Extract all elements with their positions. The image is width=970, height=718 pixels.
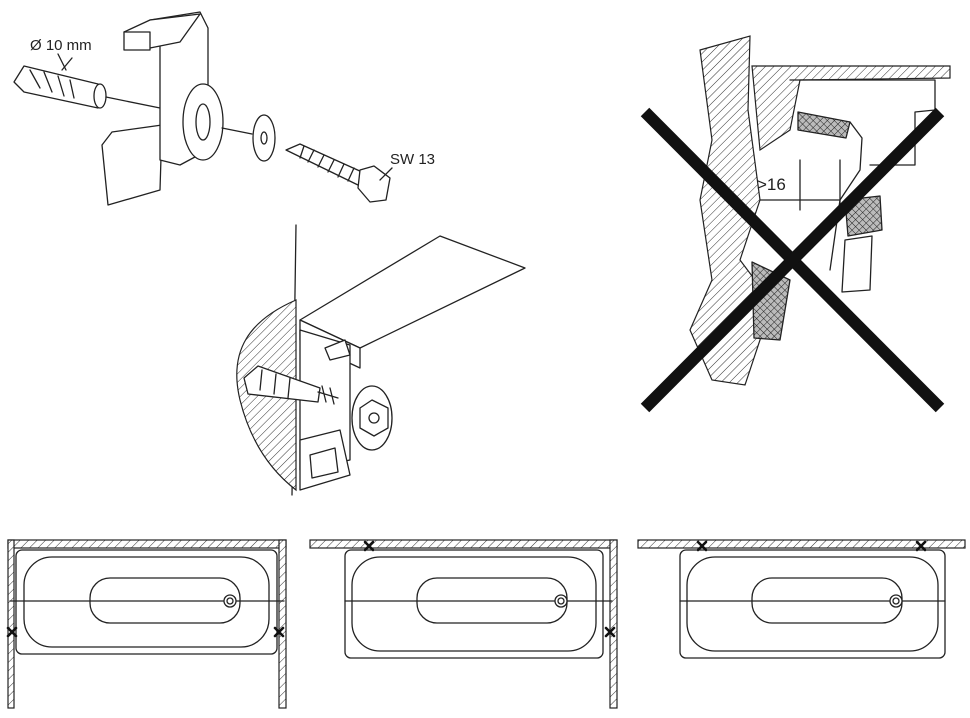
bath-plan-alcove — [6, 539, 287, 709]
wrench-size-label: SW 13 — [390, 151, 435, 168]
mount-point-icon — [915, 540, 927, 552]
wall-dowel — [13, 57, 107, 109]
dowel-diameter-label: Ø 10 mm — [30, 37, 92, 54]
assembled-bracket-view — [236, 224, 526, 496]
washer — [252, 114, 276, 162]
mount-point-icon — [363, 540, 375, 552]
bracket — [101, 11, 224, 206]
incorrect-mounting-view: >16 — [640, 35, 951, 413]
mount-point-icon — [6, 626, 18, 638]
bath-plan-wall — [637, 539, 966, 659]
bath-plan-corner — [309, 539, 618, 709]
hex-screw — [285, 143, 391, 203]
mount-point-icon — [696, 540, 708, 552]
mount-point-icon — [604, 626, 616, 638]
mount-point-icon — [273, 626, 285, 638]
cross-out-icon — [640, 107, 945, 413]
exploded-bracket-view: Ø 10 mm SW 13 — [13, 11, 435, 206]
gap-label: >16 — [757, 175, 786, 194]
